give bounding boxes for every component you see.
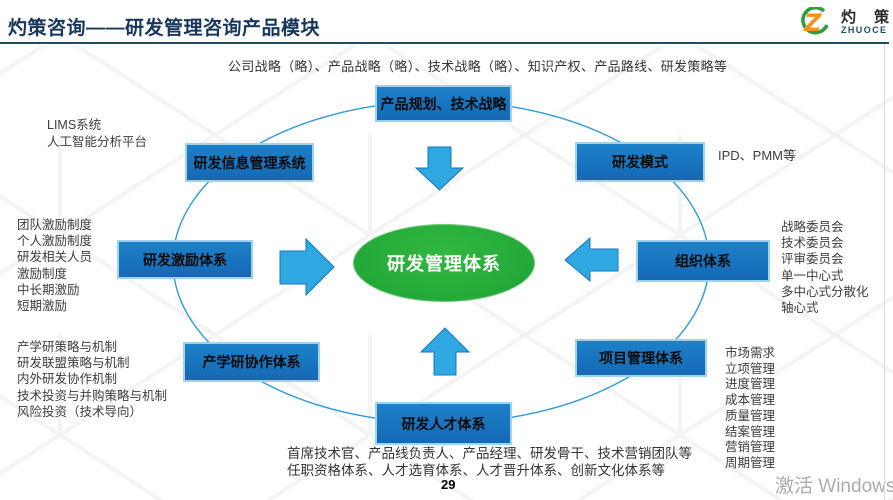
note-line: 进度管理 — [725, 377, 776, 392]
box-iur-collaboration: 产学研协作体系 — [183, 342, 320, 382]
note-line: 结案管理 — [725, 424, 776, 439]
svg-text:Z: Z — [803, 9, 822, 37]
note-line: 技术投资与并购策略与机制 — [17, 388, 168, 403]
note-line: 多中心式分散化 — [781, 284, 869, 299]
note-line: 产学研策略与机制 — [17, 340, 118, 354]
note-line: 首席技术官、产品线负责人、产品经理、研发骨干、技术营销团队等 — [287, 446, 692, 461]
arrow-up-icon — [419, 327, 471, 376]
note-line: 个人激励制度 — [17, 234, 93, 249]
note-line: 研发相关人员 — [17, 250, 93, 265]
note-line: 战略委员会 — [781, 220, 844, 234]
logo-sub-text: ZHUOCE — [841, 25, 888, 35]
box-rd-talent: 研发人才体系 — [375, 402, 512, 445]
box-org-system: 组织体系 — [636, 240, 770, 282]
note-right-top: IPD、PMM等 — [718, 148, 797, 163]
note-line: 人工智能分析平台 — [47, 135, 148, 149]
note-line: LIMS系统 — [47, 118, 102, 132]
note-line: 技术委员会 — [781, 236, 844, 251]
note-line: 营销管理 — [725, 440, 776, 455]
note-line: 立项管理 — [725, 361, 776, 376]
box-project-mgmt: 项目管理体系 — [575, 339, 707, 377]
note-line: 短期激励 — [17, 299, 68, 314]
window-edge-line — [884, 44, 885, 500]
logo: Z 灼 策 ZHUOCE — [794, 4, 890, 42]
note-left-bottom: 产学研策略与机制研发联盟策略与机制内外研发协作机制技术投资与并购策略与机制风险投… — [17, 339, 167, 420]
arrow-down-icon — [414, 146, 465, 191]
note-left-mid: 团队激励制度个人激励制度研发相关人员激励制度中长期激励短期激励 — [17, 217, 92, 314]
note-right-mid: 战略委员会技术委员会评审委员会单一中心式多中心式分散化轴心式 — [781, 219, 869, 316]
note-line: 内外研发协作机制 — [17, 372, 118, 387]
note-line: 研发联盟策略与机制 — [17, 356, 130, 371]
title-rule — [0, 42, 889, 44]
note-line: 单一中心式 — [781, 268, 844, 283]
note-line: 评审委员会 — [781, 252, 844, 267]
note-left-top: LIMS系统人工智能分析平台 — [47, 117, 147, 151]
note-line: 成本管理 — [725, 393, 776, 408]
note-line: 任职资格体系、人才选育体系、人才晋升体系、创新文化体系等 — [287, 462, 665, 478]
note-line: 市场需求 — [725, 346, 776, 360]
box-rd-incentive: 研发激励体系 — [117, 240, 253, 279]
arrow-right-icon — [279, 237, 335, 297]
box-product-planning: 产品规划、技术战略 — [375, 85, 512, 122]
note-line: 质量管理 — [725, 408, 776, 423]
logo-z-icon: Z — [801, 7, 829, 37]
strategy-subtitle: 公司战略（略）、产品战略（略）、技术战略（略）、知识产权、产品路线、研发策略等 — [228, 59, 728, 74]
logo-brand-text: 灼 策 — [841, 9, 893, 26]
box-rd-mode: 研发模式 — [575, 142, 705, 182]
note-line: 轴心式 — [781, 301, 819, 316]
note-line: 风险投资（技术导向） — [17, 404, 143, 419]
center-ellipse: 研发管理体系 — [353, 224, 535, 302]
note-line: 激励制度 — [17, 266, 68, 281]
page-number: 29 — [441, 477, 456, 492]
slide-title: 灼策咨询——研发管理咨询产品模块 — [8, 18, 321, 39]
box-rd-info-system: 研发信息管理系统 — [185, 143, 314, 182]
note-line: 团队激励制度 — [17, 218, 93, 232]
note-line: 周期管理 — [725, 455, 776, 470]
note-bottom: 首席技术官、产品线负责人、产品经理、研发骨干、技术营销团队等任职资格体系、人才选… — [287, 446, 692, 479]
arrow-left-icon — [564, 236, 619, 283]
note-line: 中长期激励 — [17, 282, 80, 297]
note-right-bottom: 市场需求立项管理进度管理成本管理质量管理结案管理营销管理周期管理 — [725, 346, 775, 472]
activate-windows-watermark: 激活 Windows — [775, 476, 893, 497]
